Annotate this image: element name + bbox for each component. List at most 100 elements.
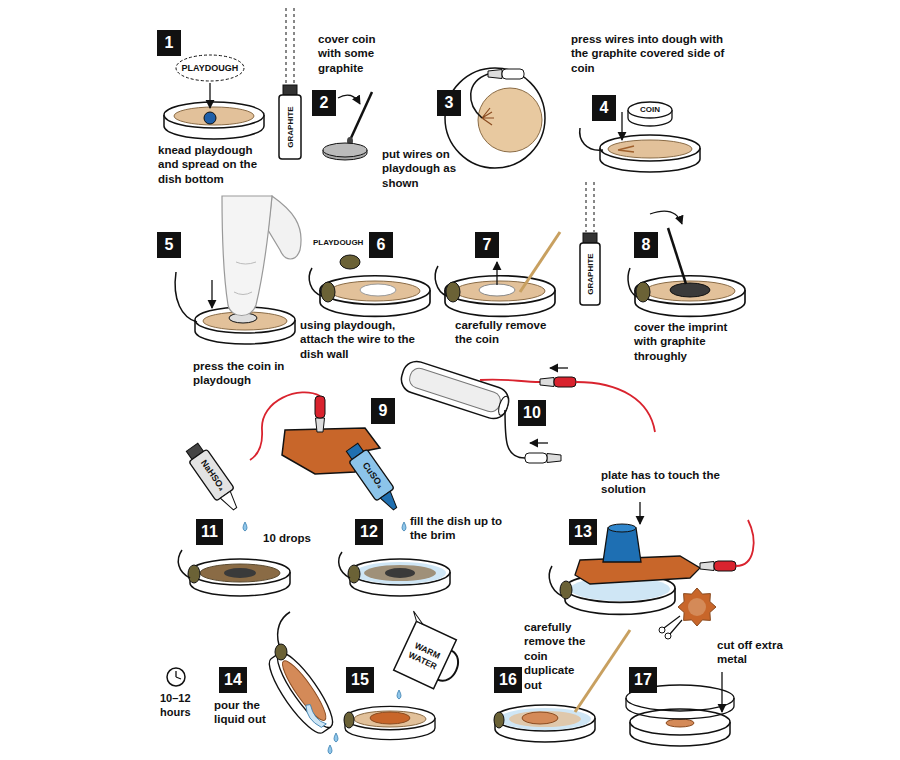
step-instruction: fill the dish up to the brim xyxy=(410,514,510,543)
illustration-part xyxy=(668,228,686,284)
illustration-part xyxy=(639,502,640,524)
illustration-part xyxy=(360,284,396,296)
step-instruction: pour the liquid out xyxy=(214,698,276,727)
illustration-part xyxy=(525,453,561,463)
illustration-part xyxy=(636,282,650,302)
step-number: 7 xyxy=(483,236,492,253)
step-14-illustration xyxy=(167,612,340,754)
illustration-part xyxy=(334,733,338,742)
illustration-part xyxy=(594,182,595,232)
step-instruction: 10 drops xyxy=(263,531,311,545)
illustration-part xyxy=(482,108,494,125)
illustration-part xyxy=(211,280,212,308)
step-number: 3 xyxy=(445,94,454,111)
object-label: PLAYDOUGH xyxy=(182,63,239,74)
illustration-part xyxy=(608,140,692,158)
step-6-illustration xyxy=(309,255,430,316)
illustration-part xyxy=(261,646,340,739)
step-number: 5 xyxy=(165,236,174,253)
illustration-part xyxy=(540,377,576,387)
step-instruction: plate has to touch the solution xyxy=(601,468,723,497)
illustration-part xyxy=(278,612,290,645)
illustration-part xyxy=(586,182,587,232)
illustration-part xyxy=(234,262,256,295)
illustration-part xyxy=(410,611,426,624)
illustration-part xyxy=(678,588,716,626)
step-number-box: 1 xyxy=(157,30,181,56)
illustration-part xyxy=(343,441,404,515)
illustration-part xyxy=(330,281,420,301)
illustration-part xyxy=(209,83,210,108)
step-number-box: 5 xyxy=(157,232,181,258)
illustration-part xyxy=(387,611,471,694)
illustration-part xyxy=(174,107,254,125)
illustration-part xyxy=(328,745,332,754)
step-13-illustration xyxy=(549,502,753,614)
illustration-part xyxy=(279,95,301,159)
illustration-part xyxy=(340,255,360,269)
illustration-part xyxy=(603,528,641,562)
illustration-part xyxy=(350,559,450,596)
step-number-box: 16 xyxy=(494,667,522,693)
step-number: 14 xyxy=(224,671,242,688)
illustration-part xyxy=(628,102,672,118)
illustration-part xyxy=(190,559,290,596)
illustration-part xyxy=(522,712,558,724)
illustration-part xyxy=(394,621,457,689)
illustration-part xyxy=(309,268,322,296)
illustration-part xyxy=(495,705,595,742)
illustration-part xyxy=(446,282,460,302)
step-number: 17 xyxy=(634,671,652,688)
illustration-part xyxy=(188,565,200,583)
step-8-illustration xyxy=(580,182,745,316)
illustration-part xyxy=(277,656,331,724)
step-instruction: knead playdough and spread on the dish b… xyxy=(158,143,268,186)
object-label: GRAPHITE xyxy=(585,253,595,294)
illustration-part xyxy=(261,646,340,739)
illustration-part xyxy=(364,565,436,581)
step-number-box: 4 xyxy=(592,95,616,121)
step-number: 1 xyxy=(165,34,174,51)
illustration-part xyxy=(664,616,682,634)
illustration-part xyxy=(618,146,634,152)
step-number: 2 xyxy=(320,94,329,111)
illustration-part xyxy=(479,284,515,296)
illustration-part xyxy=(303,702,327,730)
step-number-box: 10 xyxy=(518,400,546,426)
illustration-part xyxy=(243,522,247,531)
illustration-part xyxy=(294,8,295,84)
illustration-part xyxy=(224,568,256,578)
illustration-part xyxy=(497,395,511,416)
illustration-part xyxy=(220,491,240,512)
illustration-part xyxy=(183,441,244,515)
illustration-part xyxy=(576,382,655,432)
step-2-illustration xyxy=(279,8,372,160)
illustration-part xyxy=(626,698,734,719)
illustration-part xyxy=(250,392,320,460)
illustration-part xyxy=(600,135,700,172)
illustration-part xyxy=(398,358,513,422)
step-7-illustration xyxy=(435,232,560,316)
illustration-part xyxy=(700,561,736,571)
illustration-part xyxy=(345,706,435,739)
illustration-part xyxy=(688,598,706,616)
step-number: 12 xyxy=(360,523,378,540)
illustration-part xyxy=(530,442,548,443)
illustration-part xyxy=(471,74,488,118)
illustration-part xyxy=(736,520,754,566)
step-instruction: cover the imprint with graphite throughl… xyxy=(634,320,749,363)
step-number: 10 xyxy=(523,404,541,421)
illustration-part xyxy=(435,266,447,296)
step-number: 15 xyxy=(351,671,369,688)
illustration-part xyxy=(176,55,244,81)
illustration-part xyxy=(320,276,430,317)
step-number: 6 xyxy=(377,236,386,253)
illustration-part xyxy=(520,232,560,292)
illustration-part xyxy=(176,671,181,679)
illustration-part xyxy=(583,233,597,243)
step-number-box: 14 xyxy=(219,667,247,693)
illustration-part xyxy=(455,281,545,301)
illustration-part xyxy=(670,283,710,297)
illustration-part xyxy=(478,88,542,152)
